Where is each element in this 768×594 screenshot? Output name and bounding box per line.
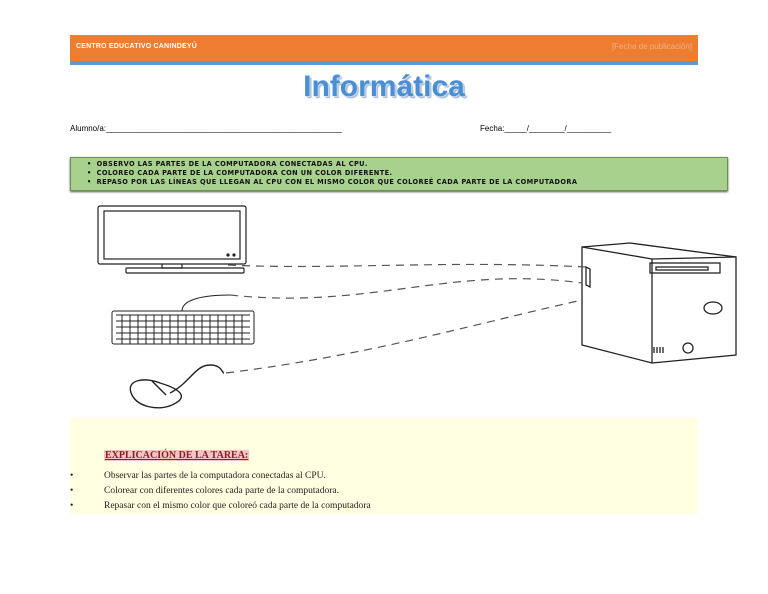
page-title: Informática <box>303 70 465 103</box>
student-blank: ________________________________________… <box>106 124 342 133</box>
mouse-icon <box>129 364 225 409</box>
connection-lines <box>225 263 587 374</box>
date-field: Fecha:_____/________/__________ <box>480 124 611 133</box>
date-label: Fecha: <box>480 124 505 133</box>
instructions-list: OBSERVO LAS PARTES DE LA COMPUTADORA CON… <box>71 158 727 187</box>
school-name: CENTRO EDUCATIVO CANINDEYÚ <box>76 43 197 50</box>
monitor-icon <box>97 205 247 274</box>
instructions-box: OBSERVO LAS PARTES DE LA COMPUTADORA CON… <box>70 157 728 191</box>
explanation-item: Colorear con diferentes colores cada par… <box>70 484 371 499</box>
instruction-item: OBSERVO LAS PARTES DE LA COMPUTADORA CON… <box>87 160 727 169</box>
explanation-title: EXPLICACIÓN DE LA TAREA: <box>104 450 250 461</box>
student-field: Alumno/a:_______________________________… <box>70 124 342 133</box>
explanation-item: Repasar con el mismo color que coloreó c… <box>70 499 371 514</box>
header-bar <box>70 35 698 61</box>
explanation-item: Observar las partes de la computadora co… <box>70 469 371 484</box>
explanation-list: Observar las partes de la computadora co… <box>70 469 371 514</box>
publication-date-placeholder[interactable]: [Fecha de publicación] <box>611 42 692 51</box>
computer-parts-illustration <box>97 205 737 409</box>
header-accent-line <box>70 61 698 65</box>
instruction-item: REPASO POR LAS LÍNEAS QUE LLEGAN AL CPU … <box>87 178 727 187</box>
keyboard-icon <box>111 294 255 345</box>
date-blank: _____/________/__________ <box>504 124 612 133</box>
student-label: Alumno/a: <box>70 124 107 133</box>
instruction-item: COLOREO CADA PARTE DE LA COMPUTADORA CON… <box>87 169 727 178</box>
cpu-tower-icon <box>581 242 737 364</box>
